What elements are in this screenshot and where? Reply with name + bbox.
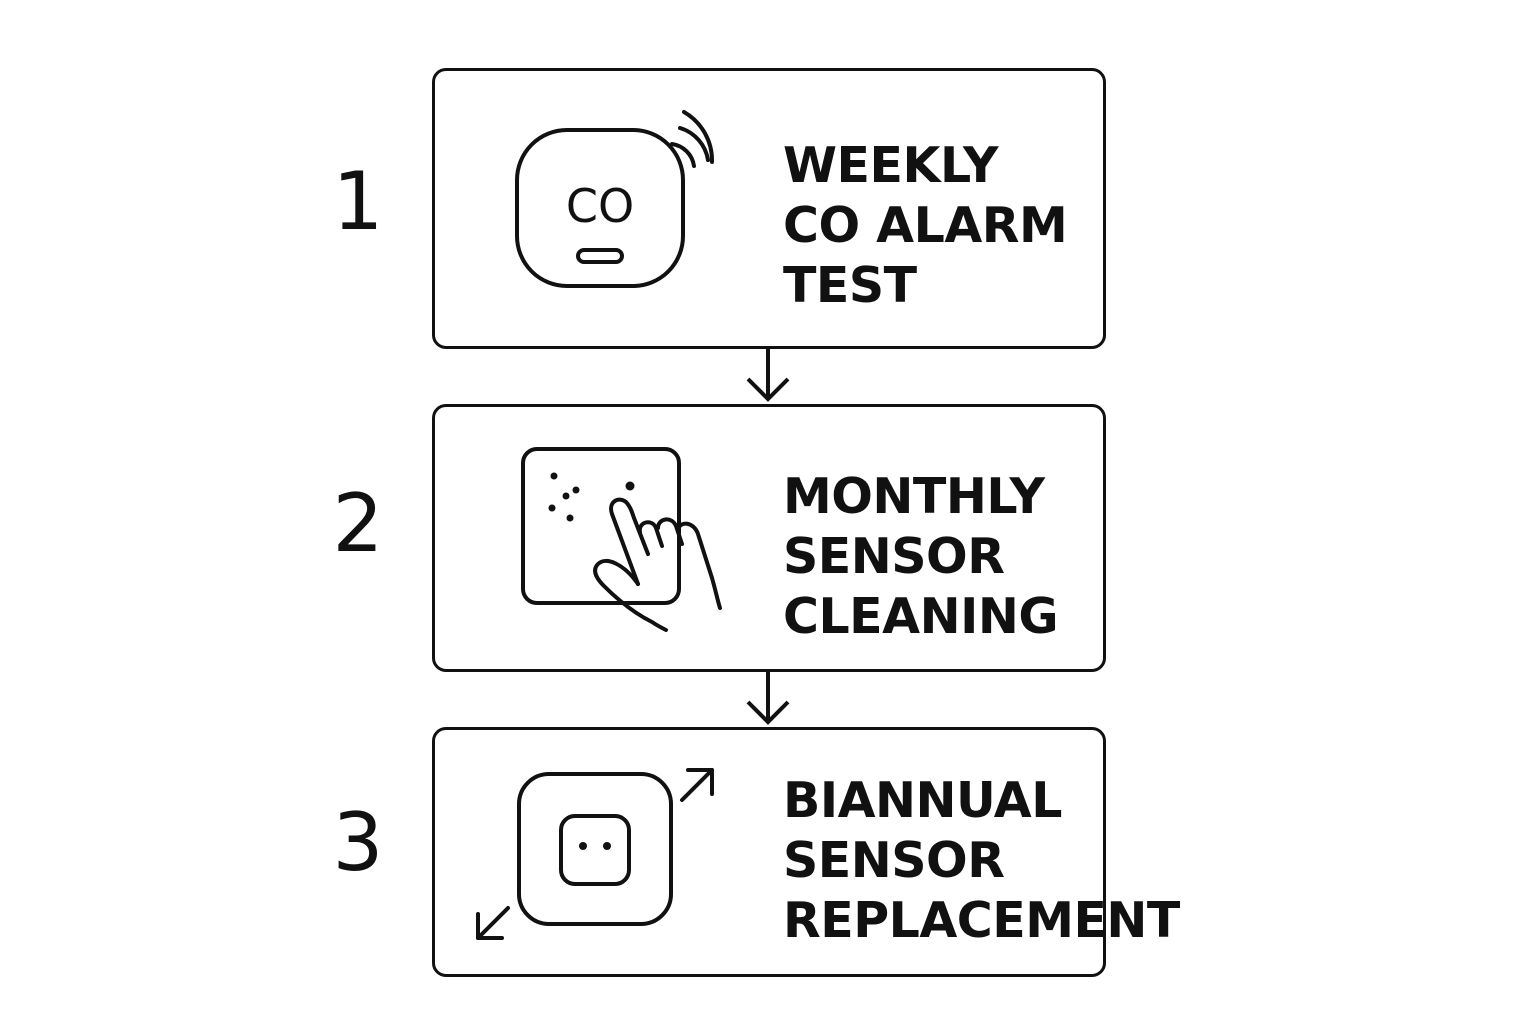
- step-1-number: 1: [332, 155, 384, 248]
- step-1-label-line-2: CO ALARM: [783, 197, 1068, 254]
- sensor-replacement-icon: [472, 768, 722, 952]
- step-2-label-line-2: SENSOR: [783, 528, 1005, 585]
- step-3-number: 3: [332, 796, 384, 889]
- arrow-down-icon: [744, 349, 792, 405]
- step-3-label: BIANNUAL SENSOR REPLACEMENT: [783, 771, 1180, 951]
- co-alarm-icon-text: CO: [566, 179, 634, 233]
- step-2-label: MONTHLY SENSOR CLEANING: [783, 467, 1059, 647]
- step-3-label-line-1: BIANNUAL: [783, 772, 1062, 829]
- step-1-box: [432, 68, 1106, 349]
- step-2-number: 2: [332, 477, 384, 570]
- step-1-label: WEEKLY CO ALARM TEST: [783, 136, 1068, 316]
- step-2-label-line-3: CLEANING: [783, 588, 1059, 645]
- arrow-down-icon: [744, 672, 792, 728]
- step-3-label-line-3: REPLACEMENT: [783, 892, 1180, 949]
- hand-cleaning-sensor-icon: [520, 446, 730, 640]
- step-1-label-line-1: WEEKLY: [783, 137, 999, 194]
- step-1-label-line-3: TEST: [783, 257, 917, 314]
- co-alarm-icon: CO: [514, 108, 724, 297]
- step-3-box: [432, 727, 1106, 977]
- step-2-label-line-1: MONTHLY: [783, 468, 1045, 525]
- step-3-label-line-2: SENSOR: [783, 832, 1005, 889]
